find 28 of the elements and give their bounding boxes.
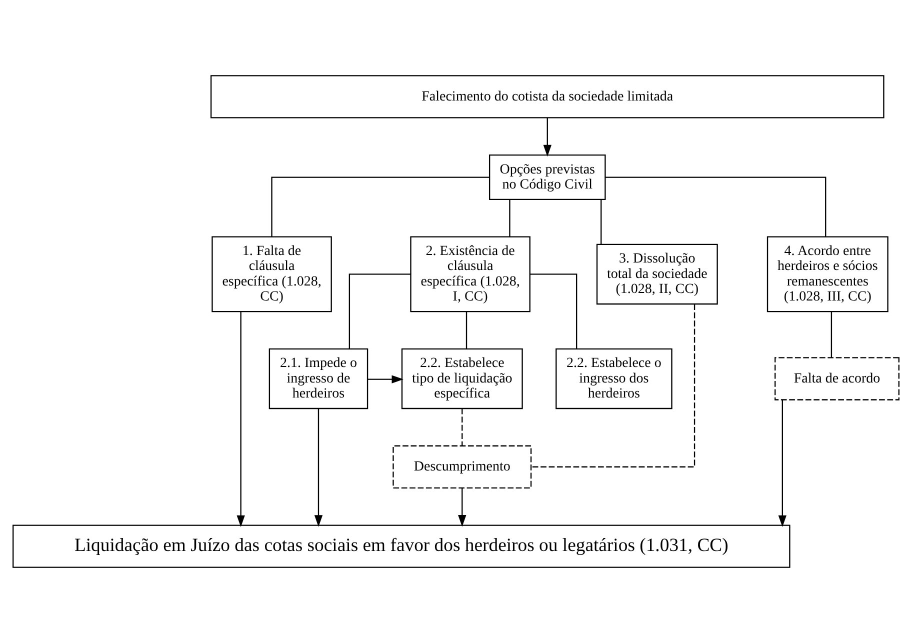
arrow [236, 312, 245, 528]
node-box: 2.1. Impede o ingresso de herdeiros [268, 348, 368, 410]
connector [271, 176, 490, 236]
node-box: Falecimento do cotista da sociedade limitada [210, 75, 884, 118]
node-box: Falta de acordo [774, 357, 900, 400]
connector [509, 200, 510, 237]
arrow [778, 400, 786, 528]
node-box: 2.2. Estabelece o ingresso dos herdeiros [556, 348, 672, 410]
node-box: 2.2. Estabelece tipo de liquidação específica [401, 348, 523, 410]
node-box: 3. Dissolução total da sociedade (1.028, II, CC) [596, 244, 718, 305]
arrow [368, 375, 404, 384]
connector [530, 274, 578, 348]
connector [830, 312, 832, 358]
connector [531, 304, 696, 468]
connector [462, 408, 463, 446]
node-box: Liquidação em Juízo das cotas sociais em favor dos herdeiros ou legatários (1.031, CC) [12, 524, 790, 568]
node-box: Opções previstas no Código Civil [489, 154, 606, 200]
node-box: 1. Falta de cláusula específica (1.028, CC) [212, 236, 332, 312]
arrow [314, 408, 323, 527]
node-box: 4. Acordo entre herdeiros e sócios remanescentes (1.028, III, CC) [766, 236, 888, 312]
connector [348, 274, 411, 348]
node-box: Descumprimento [392, 445, 532, 488]
connector [466, 312, 468, 349]
arrow [458, 488, 466, 527]
arrow [543, 118, 552, 157]
connector [605, 176, 826, 236]
connector [600, 200, 602, 244]
node-box: 2. Existência de cláusula específica (1.028, I, CC) [410, 236, 530, 312]
